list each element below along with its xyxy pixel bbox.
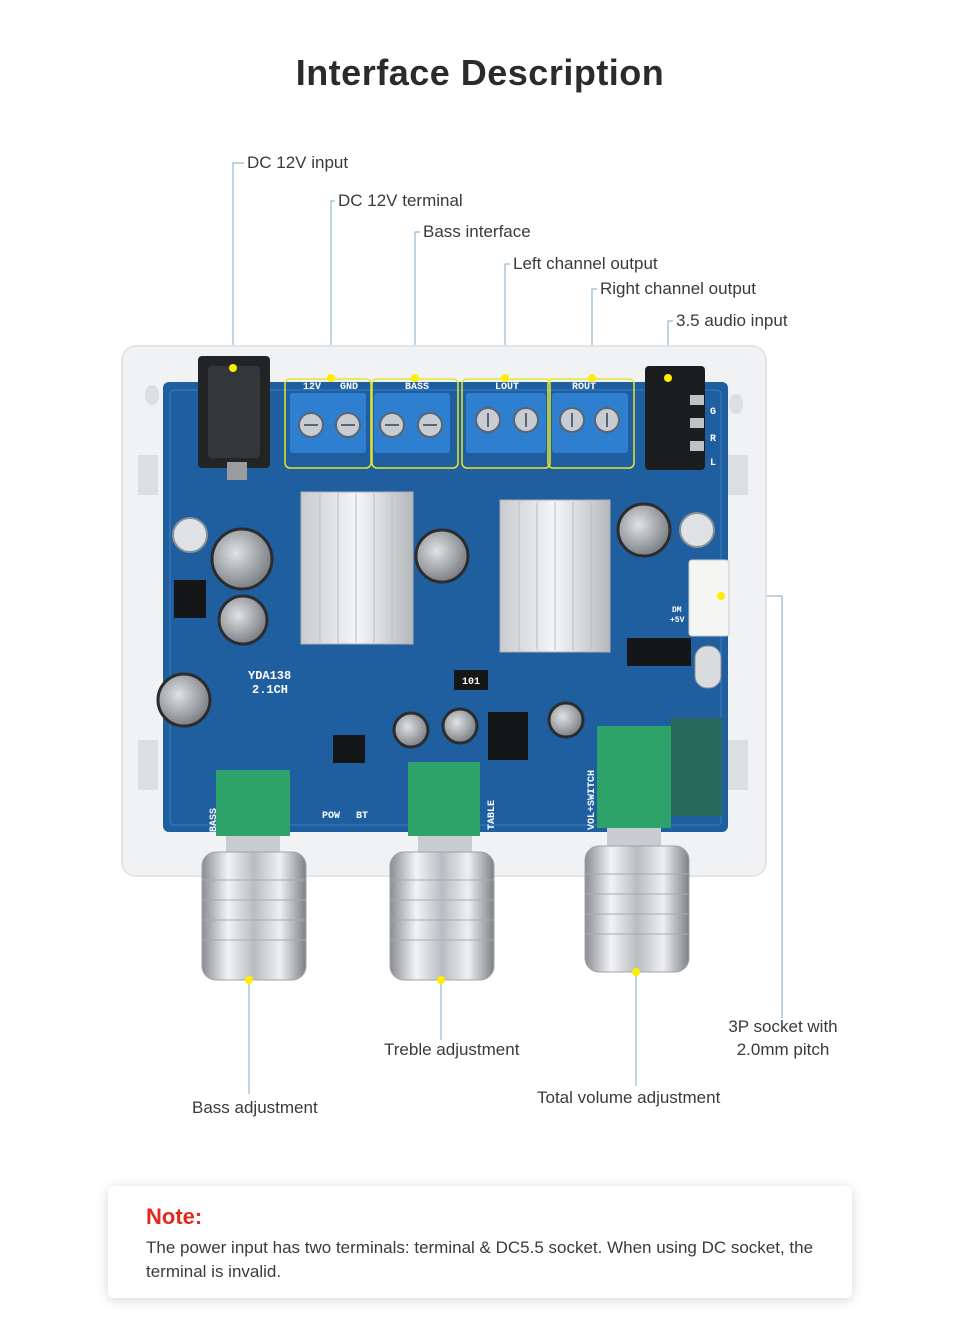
ics bbox=[174, 580, 691, 763]
page-title: Interface Description bbox=[295, 52, 665, 93]
label-dc-input: DC 12V input bbox=[247, 153, 349, 172]
label-volume-adjust: Total volume adjustment bbox=[537, 1088, 721, 1107]
case-slot-right bbox=[729, 394, 743, 414]
callout-dots bbox=[229, 364, 725, 984]
silk-table: TABLE bbox=[487, 800, 498, 830]
leader-dc-terminal bbox=[330, 200, 335, 378]
heatsinks bbox=[300, 491, 611, 653]
silk-rout: ROUT bbox=[572, 382, 596, 393]
label-treble-adjust: Treble adjustment bbox=[384, 1040, 520, 1059]
silk-socket-dm: DM bbox=[672, 606, 682, 615]
silk-bass-pot: BASS bbox=[209, 808, 220, 832]
board-diagram: YDA138 2.1CH 12V GND BASS LOUT ROUT POW … bbox=[121, 162, 783, 1094]
silk-gnd: GND bbox=[340, 382, 358, 393]
note-card: Note: The power input has two terminals:… bbox=[108, 1186, 852, 1298]
label-bass-adjust: Bass adjustment bbox=[192, 1098, 318, 1117]
silk-jack-g: G bbox=[710, 407, 716, 418]
silk-vol: VOL+SWITCH bbox=[587, 770, 598, 830]
label-bass-interface: Bass interface bbox=[423, 222, 531, 241]
silk-jack-r: R bbox=[710, 434, 716, 445]
leader-dc-input bbox=[232, 162, 244, 368]
label-left-output: Left channel output bbox=[513, 254, 658, 273]
crystal bbox=[694, 645, 722, 689]
bt-module bbox=[670, 718, 722, 816]
silk-pow: POW bbox=[322, 811, 340, 822]
silk-jack-l: L bbox=[710, 458, 716, 469]
note-body: The power input has two terminals: termi… bbox=[146, 1238, 814, 1281]
silk-model: YDA138 bbox=[248, 669, 291, 683]
case-slot-left bbox=[145, 385, 159, 405]
note-heading: Note: bbox=[146, 1204, 203, 1229]
silk-12v: 12V bbox=[303, 382, 321, 393]
treble-knob bbox=[389, 851, 495, 981]
silkscreen: YDA138 2.1CH 12V GND BASS LOUT ROUT POW … bbox=[209, 382, 716, 832]
label-audio-input: 3.5 audio input bbox=[676, 311, 788, 330]
3p-socket bbox=[688, 559, 730, 637]
label-right-output: Right channel output bbox=[600, 279, 756, 298]
label-dc-terminal: DC 12V terminal bbox=[338, 191, 463, 210]
leader-left-output bbox=[504, 263, 510, 378]
silk-bass: BASS bbox=[405, 382, 429, 393]
terminal-blocks bbox=[290, 393, 628, 453]
silk-bt: BT bbox=[356, 811, 368, 822]
bass-knob bbox=[201, 851, 307, 981]
capacitors bbox=[156, 502, 672, 749]
knobs bbox=[201, 845, 690, 981]
silk-lout: LOUT bbox=[495, 382, 519, 393]
silk-channels: 2.1CH bbox=[252, 683, 288, 697]
volume-knob bbox=[584, 845, 690, 973]
silk-socket-5v: +5V bbox=[670, 616, 685, 625]
mounting-screws bbox=[172, 512, 715, 553]
leader-bass-interface bbox=[414, 231, 420, 378]
label-3p-socket: 3P socket with 2.0mm pitch bbox=[728, 1017, 838, 1059]
silk-resistor: 101 bbox=[462, 677, 480, 688]
